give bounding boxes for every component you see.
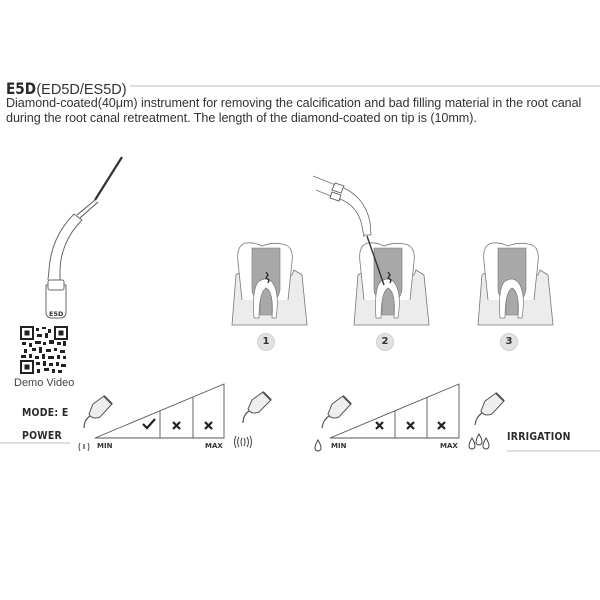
- mode-label: MODE: E: [22, 406, 69, 419]
- handpiece-irrigation-max-icon: [474, 392, 505, 426]
- step-badge-2: 2: [376, 333, 394, 351]
- step-badge-1: 1: [257, 333, 275, 351]
- page-title: E5D(ED5D/ES5D): [6, 79, 127, 99]
- tooth-during: [353, 242, 430, 326]
- divider: [0, 442, 70, 444]
- divider: [130, 85, 600, 87]
- tip-label: E5D: [49, 310, 64, 318]
- x-icon: [204, 421, 213, 430]
- model-name: E5D: [6, 79, 37, 98]
- x-icon: [172, 421, 181, 430]
- x-icon: [437, 421, 446, 430]
- irrigation-min-label: MIN: [331, 442, 347, 450]
- droplet-icon: [314, 439, 322, 452]
- handpiece-irrigation-min-icon: [321, 395, 352, 429]
- description: Diamond-coated(40μm) instrument for remo…: [6, 96, 582, 125]
- handpiece-min-icon: [83, 395, 113, 429]
- step-badge-3: 3: [500, 333, 518, 351]
- x-icon: [375, 421, 384, 430]
- vibration-high-icon: [234, 435, 252, 449]
- check-icon: [142, 418, 156, 430]
- handpiece-max-icon: [242, 391, 272, 424]
- tooth-after: [477, 242, 554, 326]
- droplets-icon: [468, 433, 490, 450]
- power-max-label: MAX: [205, 442, 223, 450]
- power-label: POWER: [22, 429, 62, 442]
- irrigation-max-label: MAX: [440, 442, 458, 450]
- power-min-label: MIN: [97, 442, 113, 450]
- qr-code[interactable]: [20, 326, 68, 374]
- divider: [507, 450, 600, 452]
- qr-caption[interactable]: Demo Video: [14, 377, 75, 389]
- tooth-before: [231, 242, 308, 326]
- model-variants: (ED5D/ES5D): [36, 82, 127, 98]
- vibration-low-icon: [78, 442, 90, 452]
- x-icon: [406, 421, 415, 430]
- irrigation-label: IRRIGATION: [507, 430, 571, 443]
